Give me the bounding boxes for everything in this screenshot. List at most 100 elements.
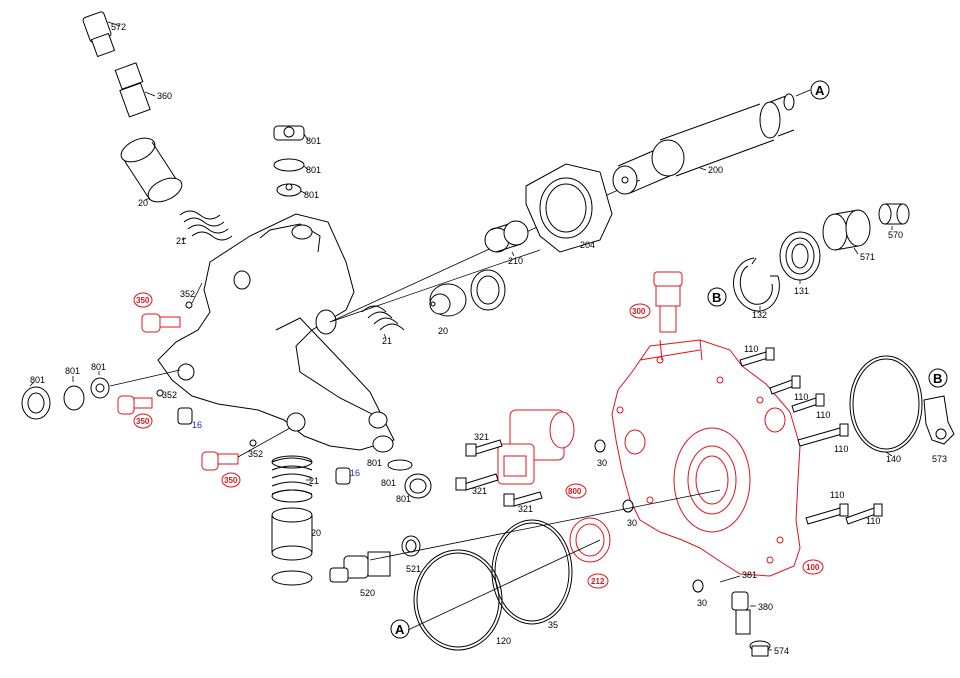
label-570: 570 xyxy=(888,230,903,240)
label-380: 380 xyxy=(758,602,773,612)
label-110d: 110 xyxy=(834,444,848,454)
part-21-spring-top xyxy=(179,210,233,241)
badge-100 xyxy=(802,559,824,575)
label-204: 204 xyxy=(580,240,595,250)
label-574: 574 xyxy=(774,646,789,656)
badge-800 xyxy=(565,483,587,499)
badge-350b xyxy=(133,413,153,429)
label-110b: 110 xyxy=(794,392,808,402)
part-350-valve-a xyxy=(141,282,203,333)
label-801f: 801 xyxy=(91,362,106,372)
label-110c: 110 xyxy=(816,410,830,420)
label-321c: 321 xyxy=(518,504,533,514)
part-573-sensor xyxy=(923,395,955,445)
part-100-flange xyxy=(611,339,801,577)
badge-350a xyxy=(133,292,153,308)
label-350b: 350 xyxy=(136,417,150,426)
part-30-washer-c xyxy=(692,579,704,593)
callout-b-right-label: B xyxy=(933,371,942,386)
part-20-cam-follower xyxy=(429,283,467,317)
label-300: 300 xyxy=(632,307,646,316)
part-800-metering-valve xyxy=(497,409,575,485)
label-801h: 801 xyxy=(381,478,396,488)
part-571-bushing xyxy=(822,209,871,255)
label-21b: 21 xyxy=(382,336,392,346)
part-520-sensor xyxy=(329,551,391,583)
label-16a: 16 xyxy=(192,420,202,430)
part-131-seal xyxy=(779,231,821,284)
part-30-washer-b xyxy=(622,499,634,513)
part-572-fitting xyxy=(82,11,121,58)
label-140: 140 xyxy=(886,454,901,464)
part-801-plug-top xyxy=(273,125,309,197)
label-110f: 110 xyxy=(866,516,880,526)
part-140-oring xyxy=(849,355,923,457)
label-321b: 321 xyxy=(472,486,487,496)
callout-a-top xyxy=(810,80,830,100)
part-574-cap xyxy=(749,640,772,657)
label-352c: 352 xyxy=(248,449,263,459)
label-801e: 801 xyxy=(65,366,80,376)
part-360-banjo xyxy=(114,62,156,118)
label-573: 573 xyxy=(932,454,947,464)
label-352b: 352 xyxy=(162,390,177,400)
label-212: 212 xyxy=(591,577,605,586)
part-21-spring-middle xyxy=(361,305,405,339)
label-110a: 110 xyxy=(744,344,758,354)
label-30b: 30 xyxy=(627,518,637,528)
label-321a: 321 xyxy=(474,432,489,442)
label-801c: 801 xyxy=(304,190,319,200)
part-16-nut-b xyxy=(335,467,351,485)
label-801b: 801 xyxy=(306,165,321,175)
label-210: 210 xyxy=(508,256,523,266)
label-521: 521 xyxy=(406,564,421,574)
callout-a-bottom xyxy=(390,619,410,639)
part-210-bushing xyxy=(484,220,529,257)
label-21a: 21 xyxy=(176,236,186,246)
label-110e: 110 xyxy=(830,490,844,500)
label-801d: 801 xyxy=(30,375,45,385)
label-572: 572 xyxy=(111,22,126,32)
part-204-nut xyxy=(525,163,613,253)
label-801a: 801 xyxy=(306,136,321,146)
part-110-bolts xyxy=(739,347,883,525)
label-30a: 30 xyxy=(597,458,607,468)
part-801-seals-left xyxy=(21,371,110,420)
label-520: 520 xyxy=(360,588,375,598)
label-131: 131 xyxy=(794,286,809,296)
part-20-sleeve-top xyxy=(120,137,183,203)
part-300-valve xyxy=(653,271,683,333)
part-200-shaft xyxy=(612,89,811,195)
callout-a-top-label: A xyxy=(815,83,825,98)
label-200: 200 xyxy=(708,165,723,175)
pump-housing xyxy=(157,213,395,451)
callout-b-left xyxy=(707,287,727,307)
label-20b: 20 xyxy=(438,326,448,336)
label-30c: 30 xyxy=(697,598,707,608)
part-21-spring-bottom xyxy=(271,455,313,503)
label-20c: 20 xyxy=(311,528,321,538)
callout-b-right xyxy=(928,368,948,388)
callout-b-left-label: B xyxy=(712,290,721,305)
label-801g: 801 xyxy=(367,458,382,468)
part-570-cap xyxy=(878,203,910,230)
badge-212 xyxy=(587,573,609,589)
part-16-nut-a xyxy=(177,407,193,425)
badge-350c xyxy=(221,472,241,488)
part-120-oring xyxy=(413,549,503,651)
part-350-valve-b xyxy=(117,389,164,415)
label-20a: 20 xyxy=(138,198,148,208)
part-20-sleeve-bottom xyxy=(271,507,313,586)
label-21c: 21 xyxy=(309,476,319,486)
part-321-screws xyxy=(455,439,543,507)
label-800: 800 xyxy=(568,487,582,496)
callout-a-bottom-label: A xyxy=(395,622,405,637)
label-16b: 16 xyxy=(350,468,360,478)
part-seal-ring xyxy=(470,269,506,311)
label-360: 360 xyxy=(157,91,172,101)
label-100: 100 xyxy=(806,563,820,572)
part-30-washer-a xyxy=(594,439,606,453)
label-381: 381 xyxy=(742,570,757,580)
part-212-gasket xyxy=(569,517,611,563)
